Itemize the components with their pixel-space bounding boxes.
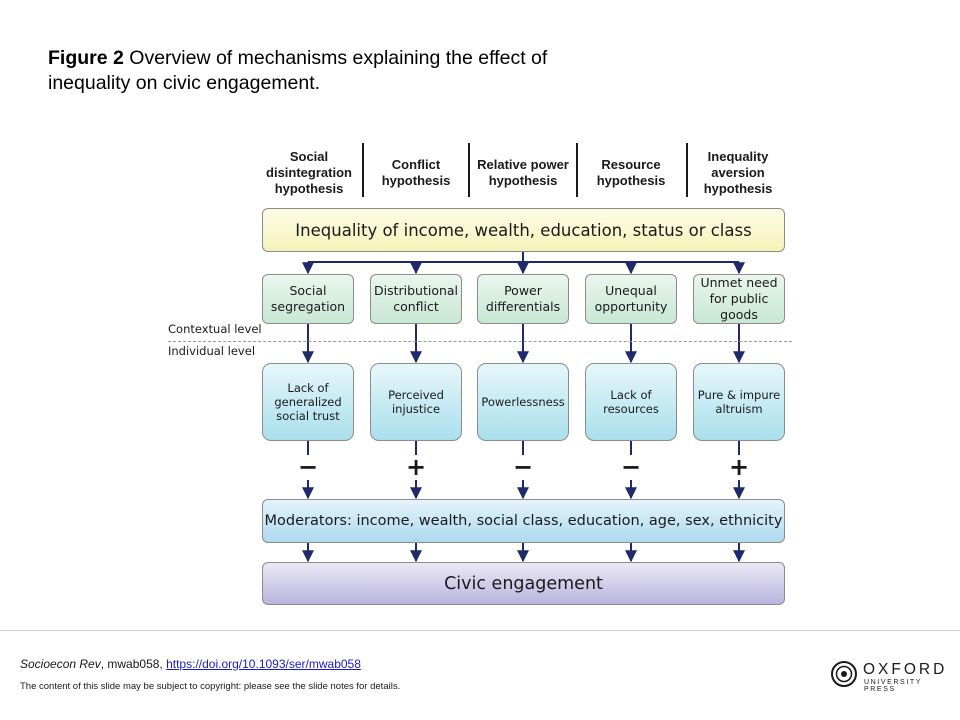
effect-sign-positive: + [405,453,427,481]
figure-caption: Figure 2 Overview of mechanisms explaini… [48,46,608,96]
copyright-notice: The content of this slide may be subject… [20,681,401,692]
mechanism-unmet-need: Unmet need for public goods [693,274,785,324]
effect-sign-negative: − [620,453,642,481]
effect-sign-negative: − [297,453,319,481]
effect-sign-negative: − [512,453,534,481]
header-separator [576,143,578,197]
mechanism-lack-of-resources: Lack of resources [585,363,677,441]
mechanism-unequal-opportunity: Unequal opportunity [585,274,677,324]
hypothesis-conflict: Conflict hypothesis [381,157,451,188]
mechanism-lack-of-trust: Lack of generalized social trust [262,363,354,441]
logo-wordmark: OXFORD [863,661,948,678]
mechanism-social-segregation: Social segregation [262,274,354,324]
mechanism-perceived-injustice: Perceived injustice [370,363,462,441]
header-separator [686,143,688,197]
hypothesis-resource: Resource hypothesis [596,157,666,188]
mechanism-altruism: Pure & impure altruism [693,363,785,441]
journal-name: Socioecon Rev [20,657,101,671]
mechanism-power-differentials: Power differentials [477,274,569,324]
figure-label: Figure 2 [48,47,124,69]
header-separator [468,143,470,197]
civic-engagement-box: Civic engagement [262,562,785,605]
individual-level-label: Individual level [168,344,256,358]
hypothesis-social-disintegration: Social disintegration hypothesis [266,149,352,196]
figure-title: Overview of mechanisms explaining the ef… [48,47,548,94]
hypothesis-relative-power: Relative power hypothesis [477,157,569,188]
header-separator [362,143,364,197]
oxford-emblem-icon [831,661,857,687]
contextual-level-label: Contextual level [168,322,262,336]
moderators-box: Moderators: income, wealth, social class… [262,499,785,543]
effect-sign-positive: + [728,453,750,481]
article-id: , mwab058, [100,657,167,671]
citation: Socioecon Rev, mwab058, https://doi.org/… [20,657,361,671]
logo-subtitle: UNIVERSITY PRESS [864,679,922,693]
footer-divider [0,630,960,631]
level-divider [168,341,792,342]
oxford-logo: OXFORD UNIVERSITY PRESS [830,660,948,693]
mechanism-distributional-conflict: Distributional conflict [370,274,462,324]
mechanism-powerlessness: Powerlessness [477,363,569,441]
hypothesis-inequality-aversion: Inequality aversion hypothesis [703,149,773,196]
inequality-box: Inequality of income, wealth, education,… [262,208,785,252]
doi-link[interactable]: https://doi.org/10.1093/ser/mwab058 [166,657,361,671]
